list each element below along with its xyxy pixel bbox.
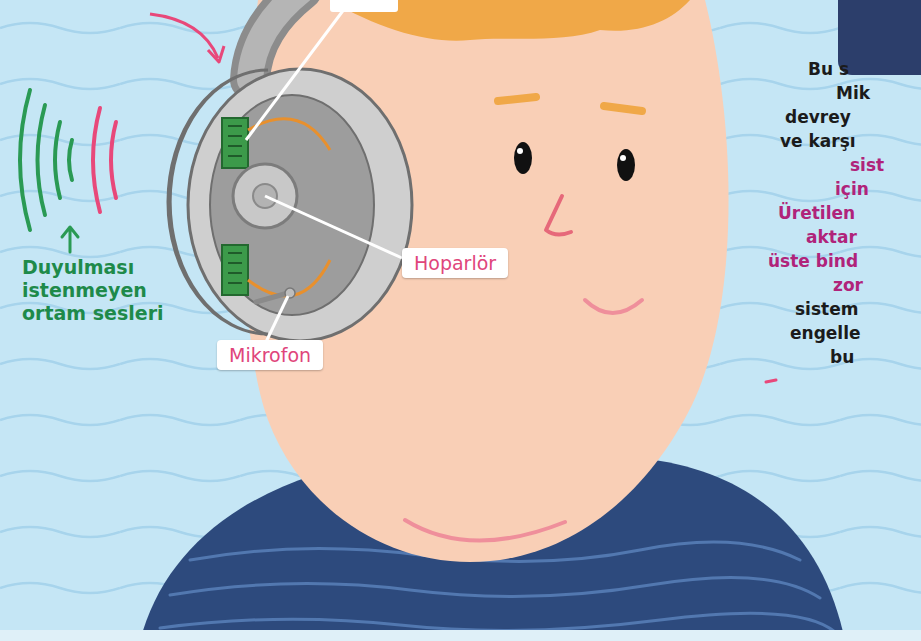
chin-line [405, 520, 565, 541]
explanation-text: ve karşı [780, 130, 856, 152]
part-label: Mikrofon [217, 340, 323, 370]
eye-highlight [620, 155, 626, 161]
eye [617, 149, 635, 181]
eyebrow [498, 97, 536, 101]
explanation-text: engelle [790, 322, 861, 344]
part-label: Hoparlör [402, 248, 508, 278]
dark-panel [838, 0, 921, 75]
arrow [62, 227, 78, 252]
smile [585, 300, 642, 313]
microphone-symbol [256, 293, 288, 302]
part-name: Mikrofon [229, 344, 311, 366]
explanation-text: zor [833, 274, 863, 296]
explanation-text: sistem [795, 298, 858, 320]
dash-mark [766, 380, 776, 382]
nose [546, 196, 571, 235]
cup-interior [210, 95, 374, 315]
explanation-text: için [835, 178, 869, 200]
explanation-text: Bu s [808, 58, 849, 80]
bottom-band [0, 630, 921, 641]
ear-cushion [188, 69, 412, 341]
noise-waves [20, 90, 72, 230]
explanation-text: üste bind [768, 250, 858, 272]
part-name: Hoparlör [414, 252, 496, 274]
explanation-text: Mik [836, 82, 870, 104]
explanation-text: sist [850, 154, 884, 176]
noise-label: Duyulması istenmeyen ortam sesleri [22, 256, 172, 325]
eyebrow [604, 106, 642, 111]
eye-highlight [517, 148, 523, 154]
arrow-head [208, 46, 224, 62]
explanation-text: devrey [785, 106, 851, 128]
leader-line [246, 8, 402, 342]
explanation-text: bu [830, 346, 854, 368]
anti-noise-waves [93, 108, 116, 212]
explanation-text: aktar [806, 226, 857, 248]
cut-label-box [330, 0, 398, 12]
eye [514, 142, 532, 174]
explanation-text: Üretilen [778, 202, 855, 224]
